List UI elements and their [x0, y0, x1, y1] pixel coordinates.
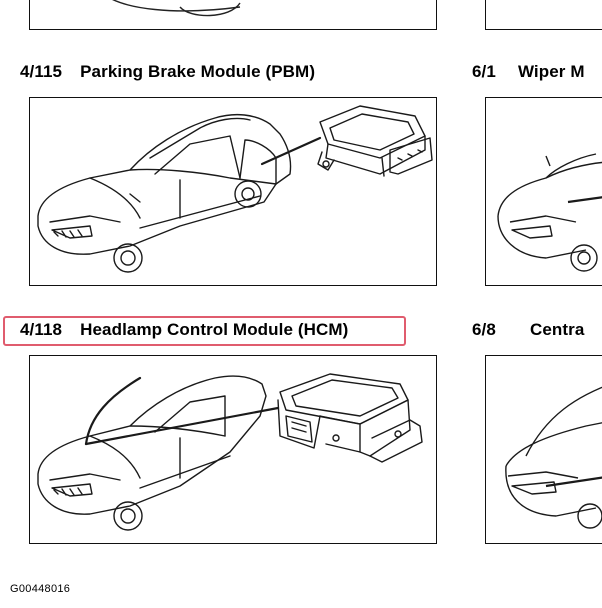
illustration-frame-top-right — [485, 0, 602, 30]
section-number: 6/1 — [472, 62, 496, 81]
car-illustration-partial — [112, 0, 241, 17]
section-number: 4/118 — [20, 320, 63, 339]
illustration-frame-wiper — [485, 97, 602, 286]
section-heading-wiper: 6/1 Wiper M — [472, 62, 585, 82]
section-title: Centra — [529, 320, 585, 339]
car-with-module-illustration — [37, 373, 423, 531]
illustration-frame-central — [485, 355, 602, 544]
section-heading-hcm: 4/118 Headlamp Control Module (HCM) — [20, 320, 348, 340]
section-number: 4/115 — [20, 62, 63, 81]
section-title: Wiper M — [517, 62, 585, 81]
section-heading-central: 6/8 Centra — [472, 320, 584, 340]
section-heading-pbm: 4/115 Parking Brake Module (PBM) — [20, 62, 315, 82]
section-title: Parking Brake Module (PBM) — [80, 62, 316, 81]
car-front-illustration — [497, 153, 602, 272]
illustration-frame-pbm — [29, 97, 437, 286]
section-title: Headlamp Control Module (HCM) — [80, 320, 349, 339]
figure-id: G00448016 — [10, 583, 71, 595]
car-with-module-illustration — [37, 105, 433, 273]
section-number: 6/8 — [472, 320, 496, 339]
car-front-illustration — [505, 386, 602, 529]
illustration-frame-hcm — [29, 355, 437, 544]
illustration-frame-top-left — [29, 0, 437, 30]
highlight-box — [3, 316, 406, 346]
